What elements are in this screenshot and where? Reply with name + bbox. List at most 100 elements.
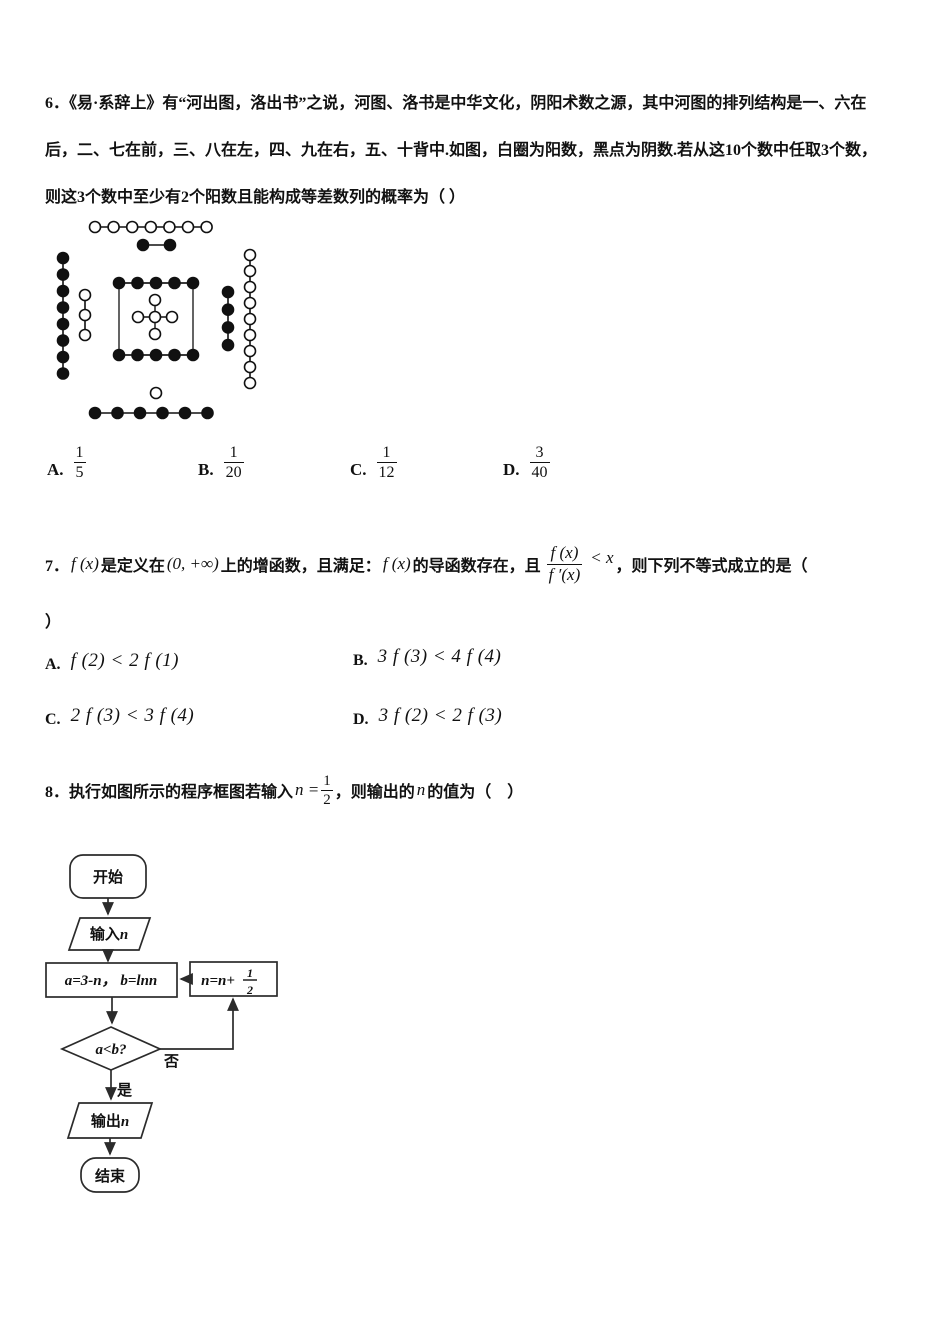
center-top-five-yin-dot — [112, 276, 126, 290]
q6-line-1: 6．《易·系辞上》有“河出图，洛出书”之说，河图、洛书是中华文化，阴阳术数之源，… — [45, 95, 867, 112]
right-nine-yang-dot — [243, 360, 257, 374]
top-seven-yang-dot — [144, 220, 158, 234]
top-seven-yang-dot — [107, 220, 120, 234]
question-6-options: A. 1 5 B. 1 20 C. 1 12 D. 3 40 — [47, 443, 647, 498]
q6-option-c-fraction: 1 12 — [376, 444, 397, 482]
decision-label: a<b? — [95, 1042, 126, 1058]
bottom-six-yin-dot — [156, 406, 169, 420]
q8-fraction: 1 2 — [321, 772, 333, 808]
left-eight-yin-dot — [56, 284, 70, 298]
q7-text-4: ，则下列不等式成立的是（ — [615, 558, 808, 575]
right-four-yin-dot — [221, 303, 235, 316]
left-three-yang-dot — [78, 288, 92, 302]
q6-option-d: D. 3 40 — [503, 443, 550, 482]
q7-fx-2: f (x) — [382, 554, 411, 573]
q7-close-paren: ） — [45, 614, 62, 631]
right-nine-yang-dot — [243, 312, 257, 326]
left-eight-yin-dot — [56, 350, 70, 364]
question-8-stem: 8．执行如图所示的程序框图若输入 n = 1 2 ，则输出的 n 的值为（ ） — [45, 762, 523, 818]
hetu-diagram-figure — [40, 210, 300, 437]
q6-option-b: B. 1 20 — [198, 443, 244, 482]
left-three-yang-dot — [78, 328, 92, 342]
q7-inequality: < x — [590, 548, 614, 567]
q8-var-n: n = — [295, 780, 320, 799]
right-nine-yang-dot — [243, 328, 257, 342]
center-five-yang-dot — [148, 293, 162, 307]
q7-fx-1: f (x) — [71, 554, 99, 573]
top-seven-yang-dot — [163, 220, 176, 234]
center-five-yang-dot — [148, 327, 162, 341]
q6-option-c-label: C. — [350, 459, 367, 479]
question-7-options: A. f (2) < 2 f (1) B. 3 f (3) < 4 f (4) … — [45, 646, 605, 748]
flowchart-figure: 开始 输入n a=3-n， b=lnn n=n+ 1 2 a<b? 否 — [40, 845, 285, 1202]
end-node — [80, 1157, 140, 1193]
center-five-yang-dot — [148, 310, 162, 324]
top-seven-yang-dot — [88, 220, 102, 234]
q7-option-b: B. 3 f (3) < 4 f (4) — [353, 646, 502, 669]
bottom-six-yin-dot — [201, 406, 214, 420]
center-bottom-five-yin-dot — [168, 348, 181, 362]
bottom-six-yin-dot — [111, 406, 124, 420]
center-top-five-yin-dot — [186, 276, 200, 290]
q8-text-1: 8．执行如图所示的程序框图若输入 — [45, 784, 294, 801]
bottom-six-yin-dot — [178, 406, 192, 420]
left-three-yang-dot — [78, 308, 92, 322]
right-four-yin-dot — [221, 321, 235, 334]
output-label: 输出n — [91, 1112, 129, 1130]
no-label: 否 — [163, 1053, 179, 1070]
loop-frac-num: 1 — [247, 966, 253, 980]
q6-line-3: 则这3个数中至少有2个阳数且能构成等差数列的概率为（ ） — [45, 189, 466, 206]
q8-text-3: 的值为（ ） — [427, 784, 524, 801]
input-node — [67, 917, 152, 951]
top-two-yin-dot — [163, 238, 177, 252]
center-bottom-five-yin-dot — [149, 348, 163, 362]
left-eight-yin-dot — [56, 301, 70, 314]
right-four-yin-dot — [221, 285, 235, 299]
q7-fraction: f (x) f ′(x) — [546, 543, 583, 584]
bottom-six-yin-dot — [133, 406, 147, 420]
loop-frac-den: 2 — [246, 983, 253, 997]
center-top-five-yin-dot — [131, 276, 144, 290]
input-label: 输入n — [90, 925, 128, 943]
q6-option-b-label: B. — [198, 459, 214, 479]
top-seven-yang-dot — [181, 220, 195, 234]
center-bottom-five-yin-dot — [112, 348, 126, 362]
q6-option-d-label: D. — [503, 459, 520, 479]
bottom-one-yang-dot — [149, 386, 163, 400]
q6-option-a-label: A. — [47, 459, 64, 479]
q6-option-a-fraction: 1 5 — [73, 444, 86, 482]
left-eight-yin-dot — [56, 367, 70, 380]
q7-option-a: A. f (2) < 2 f (1) — [45, 650, 179, 673]
left-eight-yin-dot — [56, 317, 70, 331]
loop-label: n=n+ — [201, 973, 235, 989]
yes-label: 是 — [116, 1082, 133, 1099]
center-bottom-five-yin-dot — [186, 348, 200, 362]
right-four-yin-dot — [221, 338, 235, 352]
q7-number: 7． — [45, 558, 70, 575]
left-eight-yin-dot — [56, 251, 70, 265]
q6-line-2: 后，二、七在前，三、八在左，四、九在右，五、十背中.如图，白圈为阳数，黑点为阴数… — [45, 142, 878, 159]
right-nine-yang-dot — [243, 248, 257, 262]
q7-text-1: 是定义在 — [100, 558, 165, 575]
q6-option-a: A. 1 5 — [47, 443, 86, 482]
top-seven-yang-dot — [125, 220, 139, 234]
center-five-yang-dot — [131, 310, 145, 324]
q7-text-2: 上的增函数，且满足： — [220, 558, 381, 575]
center-five-yang-dot — [165, 310, 179, 324]
right-nine-yang-dot — [243, 344, 257, 358]
q7-option-d: D. 3 f (2) < 2 f (3) — [353, 705, 503, 728]
question-6-stem: 6．《易·系辞上》有“河出图，洛出书”之说，河图、洛书是中华文化，阴阳术数之源，… — [45, 80, 915, 221]
right-nine-yang-dot — [243, 264, 257, 278]
output-node — [66, 1102, 154, 1139]
left-eight-yin-dot — [56, 334, 70, 347]
arrow-no-branch — [160, 997, 239, 1050]
q7-text-3: 的导函数存在，且 — [412, 558, 541, 575]
left-eight-yin-dot — [56, 268, 70, 281]
hetu-diagram — [56, 220, 257, 420]
q8-text-2: ，则输出的 — [334, 784, 415, 801]
process-label: a=3-n， b=lnn — [65, 973, 158, 989]
q7-option-c: C. 2 f (3) < 3 f (4) — [45, 705, 195, 728]
end-label: 结束 — [95, 1167, 126, 1185]
q8-var-n-2: n — [416, 780, 426, 799]
